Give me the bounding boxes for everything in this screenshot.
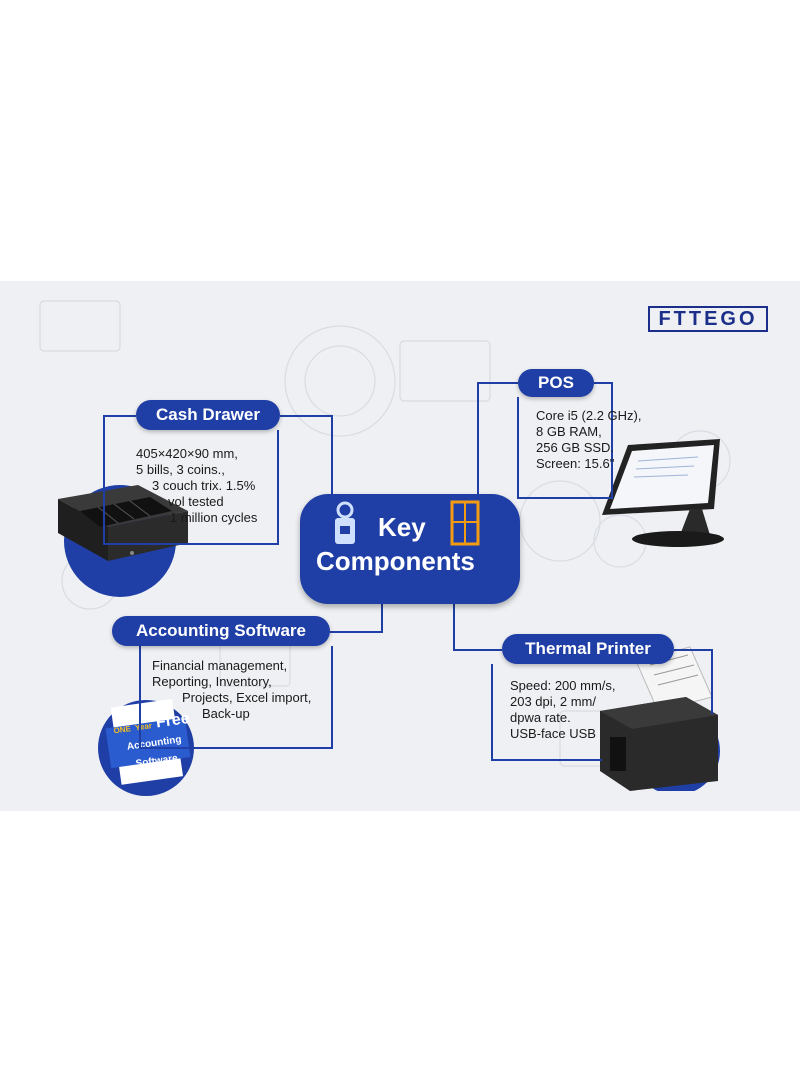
thermal-printer-title: Thermal Printer bbox=[502, 634, 674, 664]
hub-line2: Components bbox=[316, 546, 475, 576]
printer-spec-3: dpwa rate. bbox=[510, 710, 571, 725]
cash-drawer-spec-3: 3 couch trix. 1.5% bbox=[152, 478, 256, 493]
printer-spec-4: USB-face USB bbox=[510, 726, 596, 741]
cash-drawer-spec-5: 1 million cycles bbox=[170, 510, 258, 525]
accounting-spec-3: Projects, Excel import, bbox=[182, 690, 312, 705]
brand-logo: FTTEGO bbox=[648, 306, 768, 332]
pos-terminal-image bbox=[602, 439, 724, 547]
accounting-spec-2: Reporting, Inventory, bbox=[152, 674, 272, 689]
pos-spec-2: 8 GB RAM, bbox=[536, 424, 602, 439]
cash-drawer-title: Cash Drawer bbox=[136, 400, 280, 430]
key-components-hub: Key Components bbox=[300, 494, 520, 604]
pos-spec-4: Screen: 15.6" bbox=[536, 456, 615, 471]
pos-spec-3: 256 GB SSD. bbox=[536, 440, 615, 455]
accounting-spec-1: Financial management, bbox=[152, 658, 288, 673]
hub-line1: Key bbox=[378, 512, 426, 542]
pos-title: POS bbox=[518, 369, 594, 397]
cash-drawer-spec-2: 5 bills, 3 coins., bbox=[136, 462, 225, 477]
key-icon bbox=[335, 501, 355, 544]
accounting-title: Accounting Software bbox=[112, 616, 330, 646]
cash-drawer-spec-4: vol tested bbox=[168, 494, 224, 509]
printer-spec-1: Speed: 200 mm/s, bbox=[510, 678, 616, 693]
cash-drawer-spec-1: 405×420×90 mm, bbox=[136, 446, 238, 461]
building-icon bbox=[450, 500, 480, 546]
pos-spec-1: Core i5 (2.2 GHz), bbox=[536, 408, 642, 423]
printer-spec-2: 203 dpi, 2 mm/ bbox=[510, 694, 596, 709]
accounting-spec-4: Back-up bbox=[202, 706, 250, 721]
